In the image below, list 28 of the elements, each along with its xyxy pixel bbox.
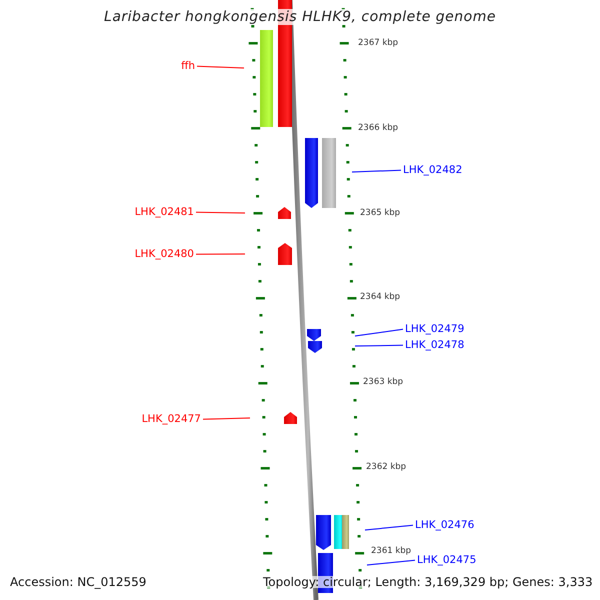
leader-line	[354, 328, 404, 336]
gene-label: LHK_02475	[417, 555, 476, 566]
leader-line	[366, 560, 416, 566]
scale-label: 2364 kbp	[360, 293, 400, 302]
scale-label: 2362 kbp	[366, 463, 406, 472]
leader-line	[364, 524, 414, 530]
gene-label: LHK_02482	[403, 165, 462, 176]
leader-line	[196, 254, 246, 255]
leader-line	[202, 418, 250, 420]
gene-label: LHK_02481	[134, 207, 194, 218]
gene-label: LHK_02476	[415, 520, 474, 530]
gene-label: ffh	[181, 61, 195, 72]
gene-label: LHK_02480	[134, 249, 194, 260]
leader-line	[354, 344, 404, 346]
scale-label: 2366 kbp	[358, 124, 398, 132]
leader-line	[196, 212, 246, 214]
leader-line	[196, 66, 244, 68]
title: Laribacter hongkongensis HLHK9, complete genome	[103, 10, 497, 24]
scale-label: 2361 kbp	[371, 547, 412, 556]
scale-label: 2365 kbp	[360, 209, 400, 218]
leader-line	[352, 170, 402, 172]
gene-label: LHK_02478	[405, 340, 464, 350]
gene-label: LHK_02477	[142, 414, 201, 424]
scale-label: 2363 kbp	[363, 378, 404, 386]
gene-label: LHK_02479	[405, 324, 464, 334]
scale-label: 2367 kbp	[358, 39, 398, 48]
info-text: Accession: NC_012559	[10, 576, 146, 588]
info-text: Topology: circular; Length: 3,169,329 bp; Genes: 3,333	[263, 576, 593, 588]
